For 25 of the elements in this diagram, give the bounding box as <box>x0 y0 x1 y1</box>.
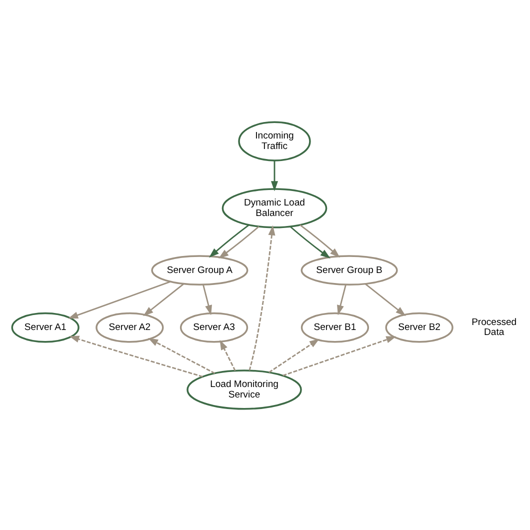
arrow <box>290 225 330 258</box>
arrow <box>300 224 340 258</box>
arrow <box>218 225 260 258</box>
arrow <box>248 224 276 370</box>
arrow <box>68 280 171 318</box>
node-ellipse: Incoming Traffic <box>238 120 311 161</box>
arrow <box>365 282 406 316</box>
node-ellipse: Server Group A <box>151 254 248 285</box>
node-ellipse: Server B1 <box>300 312 370 342</box>
node-label: Processed Data <box>472 316 517 338</box>
arrow <box>337 284 346 315</box>
arrow <box>148 338 216 374</box>
arrow <box>143 282 184 316</box>
arrow <box>202 284 212 315</box>
node-ellipse: Server A2 <box>96 312 164 342</box>
node-ellipse: Server Group B <box>300 254 398 285</box>
node-ellipse: Load Monitoring Service <box>186 369 302 410</box>
arrow <box>209 224 250 258</box>
node-ellipse: Server A3 <box>180 312 248 342</box>
arrow <box>69 335 203 377</box>
node-ellipse: Dynamic Load Balancer <box>222 188 328 228</box>
arrow <box>270 160 278 191</box>
arrow <box>282 336 396 376</box>
arrow <box>268 338 320 372</box>
arrow <box>220 339 236 370</box>
